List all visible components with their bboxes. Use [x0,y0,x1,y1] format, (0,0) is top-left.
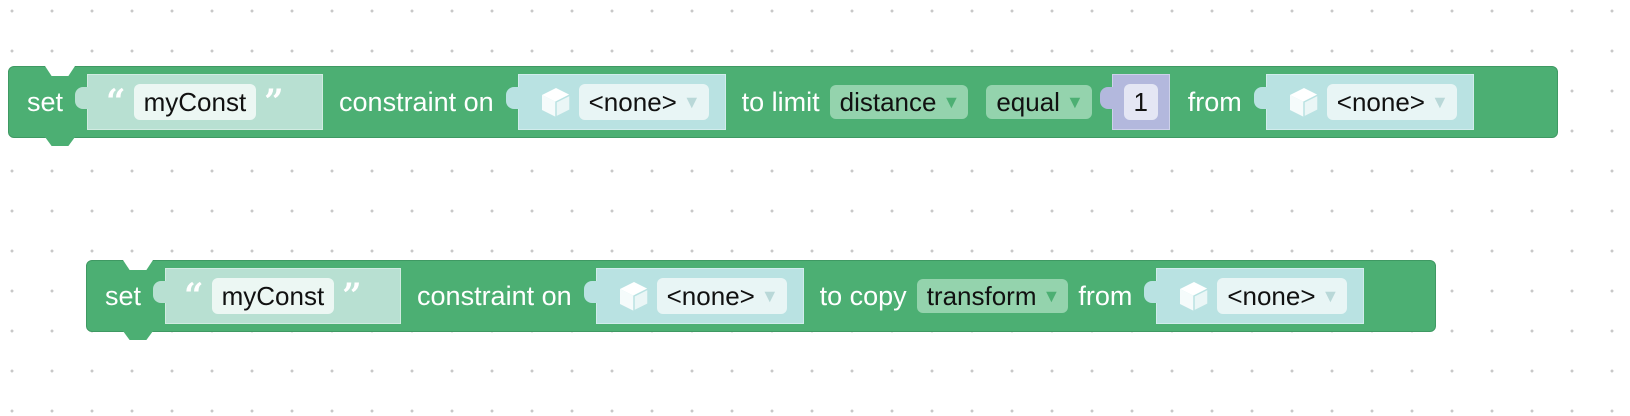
to-copy-label: to copy [819,280,907,311]
limit-property-value: distance [839,86,937,117]
constraint-on-label: constraint on [417,280,572,311]
number-field[interactable]: 1 [1123,84,1158,120]
limit-property-dropdown[interactable]: distance ▼ [829,85,969,119]
source-object-value: <none> [1336,86,1425,117]
comparison-value: equal [996,86,1060,117]
chevron-down-icon: ▼ [682,91,701,112]
chevron-down-icon: ▼ [1430,91,1449,112]
number-socket[interactable]: 1 [1099,74,1170,130]
target-object-socket[interactable]: <none> ▼ [505,74,726,130]
close-quote-icon: ” [264,82,284,122]
target-object-dropdown[interactable]: <none> ▼ [578,84,709,120]
constraint-name-socket[interactable]: “ myConst ” [153,268,402,324]
block-notch [45,66,75,76]
open-quote-icon: “ [106,82,126,122]
to-limit-label: to limit [741,86,820,117]
chevron-down-icon: ▼ [1321,285,1340,306]
constraint-name-field[interactable]: myConst [211,278,335,314]
source-object-dropdown[interactable]: <none> ▼ [1326,84,1457,120]
source-object-value: <none> [1227,280,1316,311]
source-object-socket[interactable]: <none> ▼ [1253,74,1474,130]
target-object-dropdown[interactable]: <none> ▼ [656,278,787,314]
target-object-value: <none> [588,86,677,117]
block-notch [123,260,153,270]
cube-icon [539,85,573,119]
set-label: set [105,280,142,311]
constraint-on-label: constraint on [339,86,494,117]
open-quote-icon: “ [184,276,204,316]
set-label: set [27,86,64,117]
from-label: from [1078,280,1133,311]
constraint-name-field[interactable]: myConst [133,84,257,120]
set-limit-constraint-block[interactable]: set “ myConst ” constraint on <none> ▼ t… [8,66,1558,146]
from-label: from [1187,86,1242,117]
chevron-down-icon: ▼ [760,285,779,306]
chevron-down-icon: ▼ [942,91,961,112]
comparison-dropdown[interactable]: equal ▼ [986,85,1092,119]
source-object-dropdown[interactable]: <none> ▼ [1217,278,1348,314]
copy-property-dropdown[interactable]: transform ▼ [916,279,1069,313]
cube-icon [617,279,651,313]
cube-icon [1177,279,1211,313]
chevron-down-icon: ▼ [1042,285,1061,306]
block-next-connector [45,137,75,146]
constraint-name-socket[interactable]: “ myConst ” [75,74,324,130]
copy-property-value: transform [926,280,1037,311]
close-quote-icon: ” [342,276,362,316]
block-next-connector [123,331,153,340]
cube-icon [1287,85,1321,119]
target-object-socket[interactable]: <none> ▼ [583,268,804,324]
source-object-socket[interactable]: <none> ▼ [1144,268,1365,324]
target-object-value: <none> [666,280,755,311]
chevron-down-icon: ▼ [1065,91,1084,112]
set-copy-constraint-block[interactable]: set “ myConst ” constraint on <none> ▼ t… [86,260,1436,340]
